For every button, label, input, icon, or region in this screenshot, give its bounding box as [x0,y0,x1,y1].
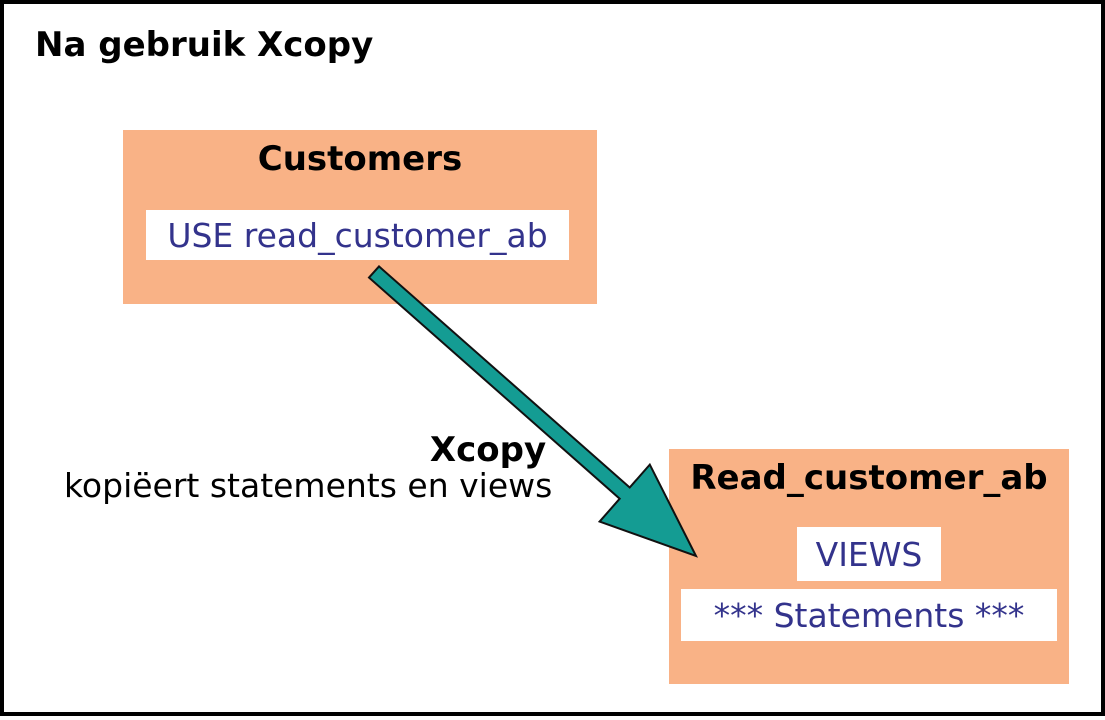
arrow-label-description: kopiëert statements en views [64,466,553,505]
page-title: Na gebruik Xcopy [35,25,374,65]
use-statement-field: USE read_customer_ab [146,210,569,260]
customers-box: Customers USE read_customer_ab [123,130,597,304]
statements-field: *** Statements *** [681,589,1057,641]
views-field: VIEWS [797,527,941,581]
read-customer-box-title: Read_customer_ab [690,458,1048,498]
xcopy-arrow-shape [367,264,699,558]
read-customer-box: Read_customer_ab VIEWS *** Statements **… [669,449,1069,684]
arrow-label-title: Xcopy [429,430,547,470]
customers-box-title: Customers [257,139,463,179]
